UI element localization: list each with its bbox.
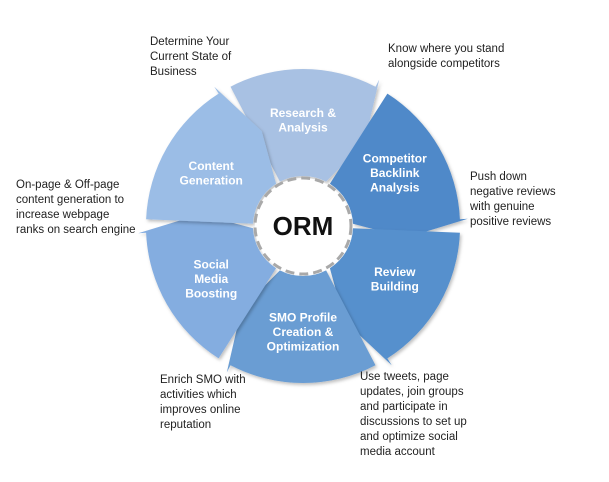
- segment-label-line: Review: [374, 265, 416, 279]
- segment-arrow-content-generation: [146, 86, 277, 224]
- center-circle: [253, 176, 353, 276]
- segment-arrow-smo-profile-creation: [226, 270, 376, 384]
- segment-label-line: Research &: [270, 106, 336, 120]
- note-research-analysis: Determine Your Current State of Business: [150, 36, 232, 78]
- segment-label-line: Analysis: [278, 120, 328, 134]
- segment-label-line: Creation &: [273, 325, 334, 339]
- segment-label-line: Content: [189, 159, 234, 173]
- segment-arrow-review-building: [329, 228, 460, 366]
- segment-label-line: Building: [371, 279, 419, 293]
- note-social-media-boosting: Enrich SMO with activities which improve…: [160, 374, 246, 431]
- segment-label-line: Social: [194, 258, 229, 272]
- note-content-generation: On-page & Off-page content generation to…: [16, 179, 136, 236]
- segment-label-line: Generation: [180, 173, 243, 187]
- segment-label-line: Boosting: [185, 287, 237, 301]
- segment-label-research-analysis: Research &Analysis: [270, 106, 336, 135]
- segment-arrow-competitor-backlink-analysis: [329, 93, 468, 238]
- note-smo-profile-creation: Use tweets, page updates, join groups an…: [360, 371, 467, 458]
- segment-label-line: Optimization: [267, 340, 340, 354]
- segment-label-line: Analysis: [370, 181, 420, 195]
- note-competitor-backlink-analysis: Know where you stand alongside competito…: [388, 43, 505, 70]
- note-review-building: Push down negative reviews with genuine …: [470, 171, 556, 228]
- segment-arrow-social-media-boosting: [138, 214, 277, 359]
- segment-label-line: Competitor: [363, 152, 427, 166]
- segment-label-line: Backlink: [370, 166, 420, 180]
- center-label: ORM: [273, 211, 334, 241]
- segment-label-line: Media: [194, 272, 228, 286]
- segment-label-line: SMO Profile: [269, 311, 337, 325]
